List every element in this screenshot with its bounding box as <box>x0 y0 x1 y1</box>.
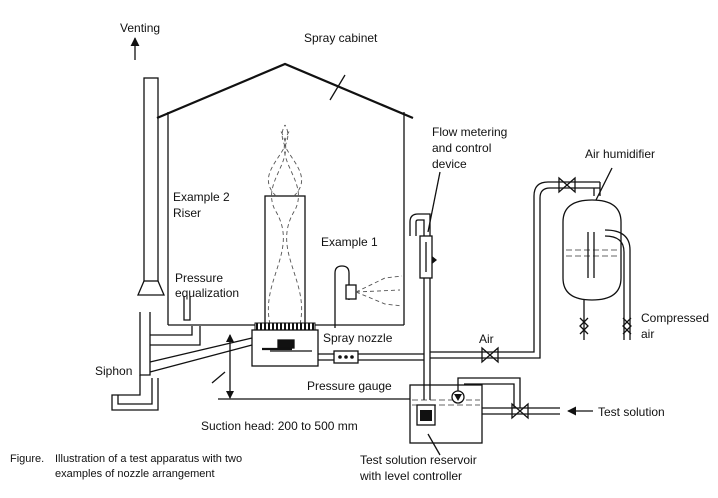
siphon-piping <box>111 296 253 411</box>
label-venting: Venting <box>120 21 160 35</box>
label-flow-metering-3: device <box>432 157 467 171</box>
caption-line-1: Illustration of a test apparatus with tw… <box>55 453 242 465</box>
suction-head-dimension <box>211 334 410 400</box>
label-air: Air <box>479 332 494 346</box>
label-suction-head: Suction head: 200 to 500 mm <box>201 419 358 433</box>
label-example-1: Example 1 <box>321 235 378 249</box>
air-humidifier <box>562 167 632 340</box>
label-spray-cabinet: Spray cabinet <box>304 31 378 45</box>
label-pressure-equalization-1: Pressure <box>175 271 223 285</box>
test-solution-reservoir <box>409 377 593 456</box>
label-siphon: Siphon <box>95 364 132 378</box>
label-riser: Riser <box>173 206 201 220</box>
label-compressed-air-2: air <box>641 327 654 341</box>
label-flow-metering-2: and control <box>432 141 491 155</box>
riser-example-2 <box>264 124 306 325</box>
label-test-solution: Test solution <box>598 405 665 419</box>
label-pressure-equalization-2: equalization <box>175 286 239 300</box>
label-air-humidifier: Air humidifier <box>585 147 655 161</box>
air-line <box>430 176 601 364</box>
label-spray-nozzle: Spray nozzle <box>323 331 393 345</box>
label-reservoir-2: with level controller <box>359 469 462 483</box>
venting-stack <box>130 37 165 296</box>
nozzle-example-1 <box>334 265 403 328</box>
caption-prefix: Figure. <box>10 453 44 465</box>
label-reservoir-1: Test solution reservoir <box>360 453 477 467</box>
label-example-2: Example 2 <box>173 190 230 204</box>
label-pressure-gauge: Pressure gauge <box>307 379 392 393</box>
nozzle-box <box>251 322 319 367</box>
supply-piping <box>318 171 441 400</box>
label-compressed-air-1: Compressed <box>641 311 709 325</box>
caption-line-2: examples of nozzle arrangement <box>55 468 215 480</box>
label-flow-metering-1: Flow metering <box>432 125 507 139</box>
